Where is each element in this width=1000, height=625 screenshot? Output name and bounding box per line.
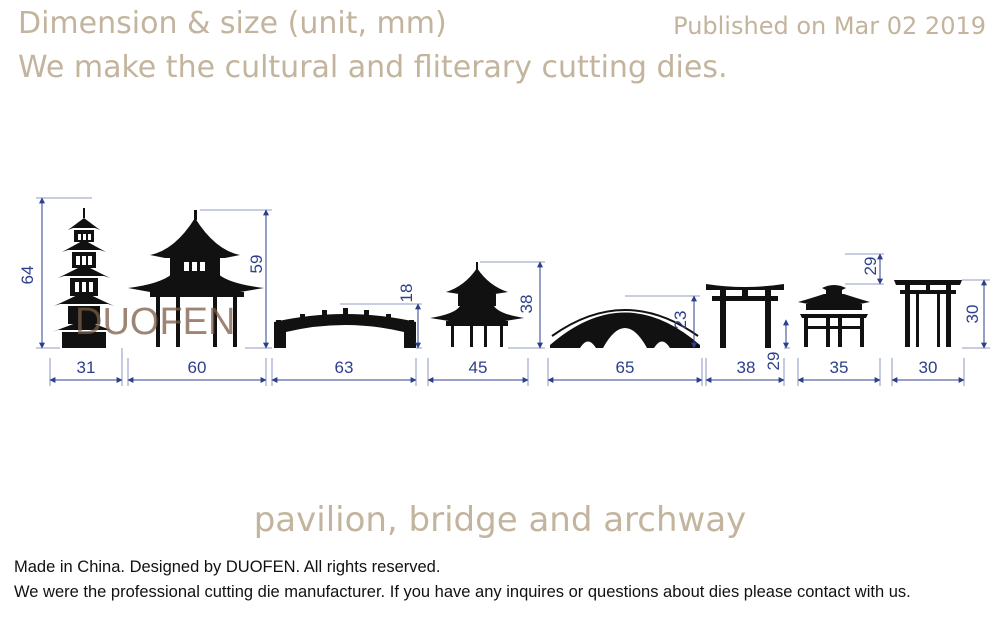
small-archway-height-label: 30 (963, 305, 982, 324)
arch-bridge-height-label: 23 (671, 311, 690, 330)
caption: pavilion, bridge and archway (253, 500, 747, 540)
footer-line-2: We were the professional cutting die man… (14, 583, 911, 601)
railing-bridge-height-label: 18 (397, 284, 416, 303)
arch-bridge-width-label: 65 (616, 358, 635, 377)
page-title: Dimension & size (unit, mm) (18, 6, 447, 41)
torii-width-label: 38 (737, 358, 756, 377)
pagoda-width-label: 31 (77, 358, 96, 377)
railing-bridge-silhouette (274, 308, 416, 348)
small-archway-silhouette (894, 280, 962, 347)
archway-gate-height-label: 29 (861, 257, 880, 276)
small-pavilion-height-label: 38 (517, 295, 536, 314)
dimension-diagram: 64 31 59 60 18 63 (18, 197, 990, 386)
footer-line-1: Made in China. Designed by DUOFEN. All r… (14, 558, 441, 576)
railing-bridge-width-label: 63 (335, 358, 354, 377)
small-pavilion-width-label: 45 (469, 358, 488, 377)
page-subtitle: We make the cultural and fliterary cutti… (18, 50, 728, 85)
pagoda-height-label: 64 (18, 266, 37, 285)
archway-gate-width-label: 35 (830, 358, 849, 377)
arch-bridge-silhouette (550, 309, 700, 348)
pavilion-width-label: 60 (188, 358, 207, 377)
torii-silhouette (706, 284, 784, 348)
pavilion-silhouette (128, 210, 264, 347)
watermark-text: DUOFEN (75, 301, 235, 343)
small-pavilion-silhouette (430, 262, 524, 347)
small-archway-width-label: 30 (919, 358, 938, 377)
archway-gate-silhouette (798, 285, 870, 347)
torii-height-label: 29 (764, 352, 783, 371)
published-date: Published on Mar 02 2019 (673, 12, 986, 40)
pavilion-height-label: 59 (247, 255, 266, 274)
